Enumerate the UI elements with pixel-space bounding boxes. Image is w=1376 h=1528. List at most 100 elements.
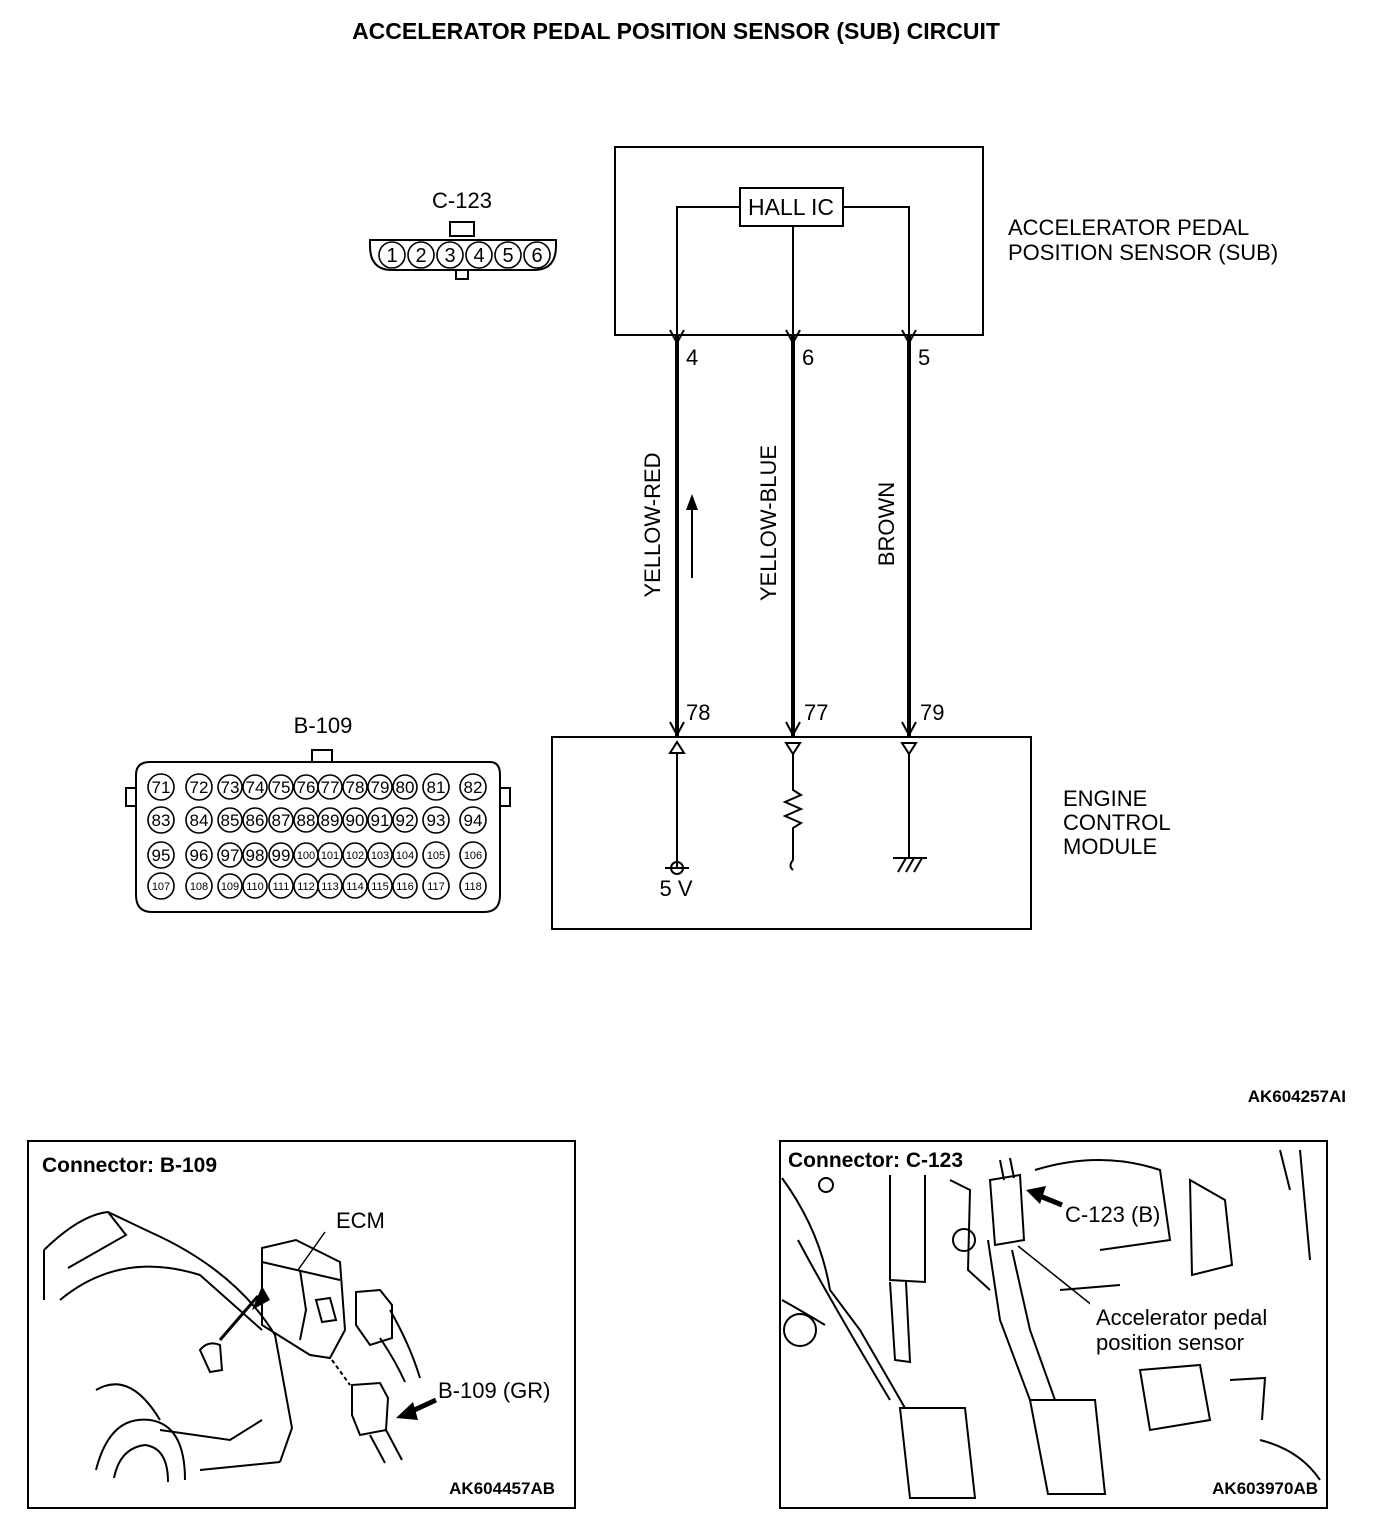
pin-number: 91 xyxy=(371,811,390,830)
b109-pin: 107 xyxy=(147,872,175,900)
pin-number: 83 xyxy=(152,811,171,830)
wire-3-color: BROWN xyxy=(874,482,899,566)
pin-number: 109 xyxy=(221,881,239,893)
pin-number: 110 xyxy=(246,881,264,893)
b109-pin: 79 xyxy=(367,774,393,800)
pin-number: 72 xyxy=(190,778,209,797)
pin-number: 94 xyxy=(464,811,483,830)
b109-pin: 89 xyxy=(317,807,343,833)
pin-number: 96 xyxy=(190,846,209,865)
connector-b109-label: B-109 xyxy=(294,713,353,738)
ecm-box: 5 V ENGINE CONTROL MODULE xyxy=(551,736,1171,930)
pin-number: 77 xyxy=(321,778,340,797)
b109-pin: 97 xyxy=(217,842,243,868)
pin-number: 108 xyxy=(190,881,208,893)
pin-number: 88 xyxy=(297,811,316,830)
pin-number: 84 xyxy=(190,811,209,830)
sensor-box: HALL IC ACCELERATOR PEDAL POSITION SENSO… xyxy=(614,146,1278,336)
photo-left-connector-label: B-109 (GR) xyxy=(438,1378,550,1403)
pin-number: 78 xyxy=(346,778,365,797)
pin-number: 87 xyxy=(272,811,291,830)
b109-pin: 75 xyxy=(268,774,294,800)
photo-left-ecm-label: ECM xyxy=(336,1208,385,1233)
b109-pin: 84 xyxy=(185,806,213,834)
pin-number: 105 xyxy=(427,850,445,862)
c123-pin: 1 xyxy=(378,241,406,269)
b109-pin: 100 xyxy=(293,842,319,868)
pin-number: 75 xyxy=(272,778,291,797)
c123-pin: 2 xyxy=(407,241,435,269)
heading-backdrop xyxy=(784,1145,994,1175)
pin-number: 112 xyxy=(297,881,315,893)
pin-number: 1 xyxy=(386,245,397,267)
b109-pin: 118 xyxy=(459,872,487,900)
hall-ic-label: HALL IC xyxy=(748,194,834,220)
pin-number: 101 xyxy=(321,850,339,862)
b109-pin: 90 xyxy=(342,807,368,833)
pin-number: 71 xyxy=(152,778,171,797)
pin-number: 79 xyxy=(371,778,390,797)
b109-pin: 96 xyxy=(185,841,213,869)
b109-pin: 105 xyxy=(422,841,450,869)
b109-pin: 82 xyxy=(459,773,487,801)
pin-number: 92 xyxy=(396,811,415,830)
ecm-name-line3: MODULE xyxy=(1063,834,1157,859)
signal-direction-arrow xyxy=(686,494,698,578)
pin-number: 116 xyxy=(396,881,414,893)
b109-pin: 93 xyxy=(422,806,450,834)
b109-pin: 83 xyxy=(147,806,175,834)
b109-pin: 77 xyxy=(317,774,343,800)
b109-pin: 111 xyxy=(268,873,294,899)
wire-3-sensor-pin: 5 xyxy=(918,345,930,370)
wire-3-ecm-pin: 79 xyxy=(920,700,944,725)
pin-number: 85 xyxy=(221,811,240,830)
pin-number: 82 xyxy=(464,778,483,797)
diagram-code: AK604257AI xyxy=(1248,1087,1346,1106)
b109-pin: 76 xyxy=(293,774,319,800)
b109-pin: 72 xyxy=(185,773,213,801)
photo-right-sensor-label-line1: Accelerator pedal xyxy=(1096,1305,1267,1330)
b109-pin: 91 xyxy=(367,807,393,833)
pin-number: 95 xyxy=(152,846,171,865)
label-backdrop xyxy=(1090,1300,1296,1358)
photo-panel-c123: Connector: C-123 C-123 (B) Accelerator p… xyxy=(779,1140,1328,1509)
photo-right-code: AK603970AB xyxy=(1212,1479,1318,1498)
pin-number: 81 xyxy=(427,778,446,797)
b109-pin: 95 xyxy=(147,841,175,869)
pin-number: 117 xyxy=(427,881,445,893)
pin-number: 3 xyxy=(444,245,455,267)
b109-pin: 114 xyxy=(342,873,368,899)
b109-pin: 88 xyxy=(293,807,319,833)
wire-1-sensor-pin: 4 xyxy=(686,345,698,370)
wire-1-color: YELLOW-RED xyxy=(640,452,665,597)
pin-number: 103 xyxy=(371,850,389,862)
b109-pin: 110 xyxy=(242,873,268,899)
ecm-supply-label: 5 V xyxy=(659,876,692,901)
wire-1-ecm-pin: 78 xyxy=(686,700,710,725)
ecm-unit-illustration xyxy=(261,1238,421,1464)
pin-number: 114 xyxy=(346,881,364,893)
photo-right-sensor-label-line2: position sensor xyxy=(1096,1330,1244,1355)
b109-pin: 74 xyxy=(242,774,268,800)
diagram-title: ACCELERATOR PEDAL POSITION SENSOR (SUB) … xyxy=(352,18,1000,44)
pin-number: 80 xyxy=(396,778,415,797)
photo-left-heading: Connector: B-109 xyxy=(42,1154,217,1177)
c123-pin: 6 xyxy=(523,241,551,269)
ecm-name-line1: ENGINE xyxy=(1063,786,1147,811)
pin-number: 2 xyxy=(415,245,426,267)
pin-number: 6 xyxy=(531,245,542,267)
b109-pin: 104 xyxy=(392,842,418,868)
pin-number: 104 xyxy=(396,850,414,862)
wire-2-color: YELLOW-BLUE xyxy=(756,445,781,601)
pin-number: 113 xyxy=(321,881,339,893)
b109-pin: 103 xyxy=(367,842,393,868)
c123-pin: 3 xyxy=(436,241,464,269)
pin-number: 100 xyxy=(297,850,315,862)
b109-pin: 109 xyxy=(217,873,243,899)
b109-pin: 86 xyxy=(242,807,268,833)
pin-number: 86 xyxy=(246,811,265,830)
pin-number: 89 xyxy=(321,811,340,830)
b109-pin: 113 xyxy=(317,873,343,899)
b109-pin: 108 xyxy=(185,872,213,900)
